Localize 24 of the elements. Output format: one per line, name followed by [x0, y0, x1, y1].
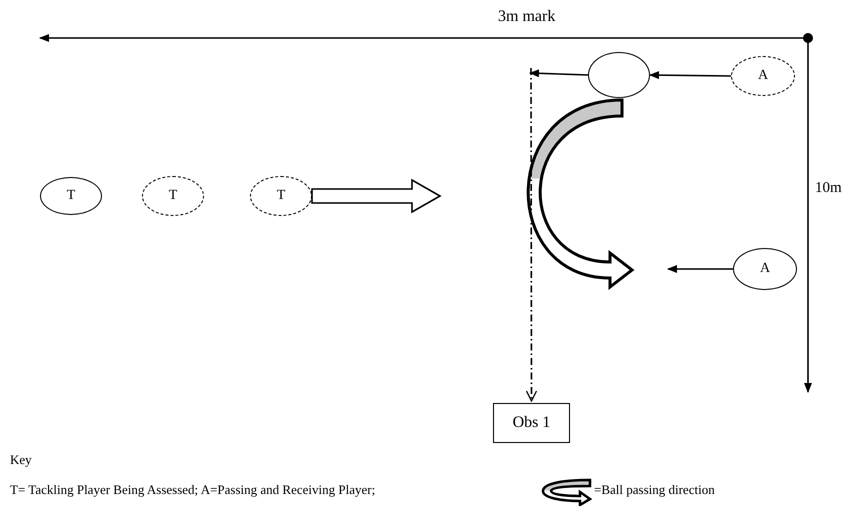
dimension-label: 3m mark [498, 8, 556, 26]
node-label: T [168, 189, 178, 203]
node-label: A [758, 69, 768, 83]
key-text: T= Tackling Player Being Assessed; A=Passing and Receiving Player; [10, 482, 376, 498]
player-circle [250, 176, 312, 216]
dash-dot-arrow [526, 68, 538, 402]
key-heading: Key [10, 452, 32, 468]
node-label: T [66, 189, 76, 203]
arrow [529, 69, 588, 78]
arrow [667, 265, 733, 273]
dimension-label: 10m [815, 180, 842, 197]
node-label: Obs 1 [512, 415, 550, 431]
legend-text: =Ball passing direction [594, 482, 715, 498]
player-circle [142, 176, 204, 216]
node-label: T [276, 189, 286, 203]
curved-block-arrow [526, 98, 634, 288]
player-circle [733, 248, 797, 290]
player-circle [731, 56, 795, 96]
player-circle [40, 177, 102, 215]
player-circle [588, 52, 650, 98]
node-label: A [760, 262, 770, 276]
block-arrow [311, 178, 442, 214]
arrow [649, 71, 732, 80]
observer-box [493, 403, 570, 443]
